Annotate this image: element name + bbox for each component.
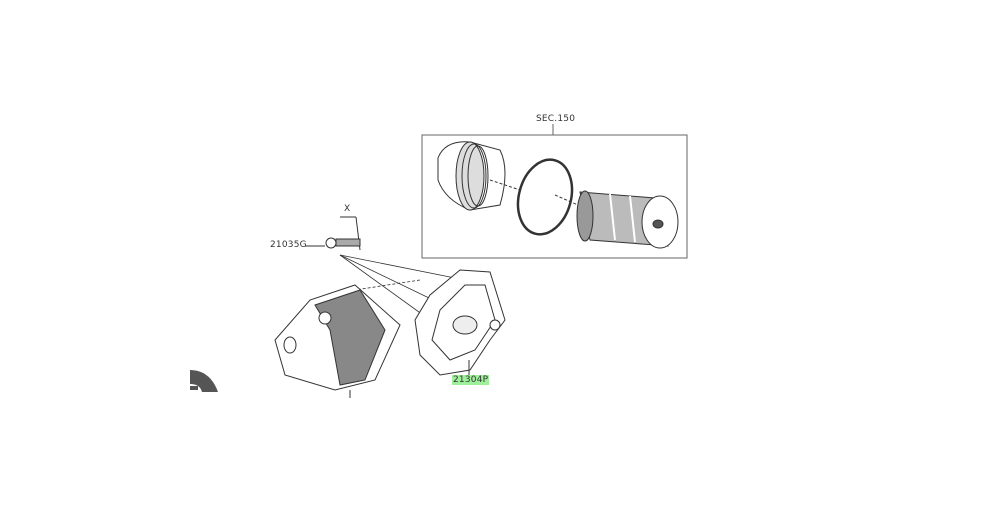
oil-filter-bracket-21304p (414, 269, 506, 376)
bolt-21035g (305, 216, 361, 251)
oil-cooler (274, 284, 401, 398)
oil-filter-element (576, 190, 679, 249)
section-box (421, 124, 688, 259)
o-ring (516, 158, 574, 236)
section-reference-label[interactable]: SEC.150 (536, 114, 576, 124)
filter-cap (437, 141, 521, 211)
dimension-x-label: X (344, 204, 351, 214)
part-label-21304p[interactable]: 21304P (452, 375, 490, 385)
partial-logo-icon (190, 370, 218, 392)
part-label-21035g[interactable]: 21035G (270, 240, 307, 250)
